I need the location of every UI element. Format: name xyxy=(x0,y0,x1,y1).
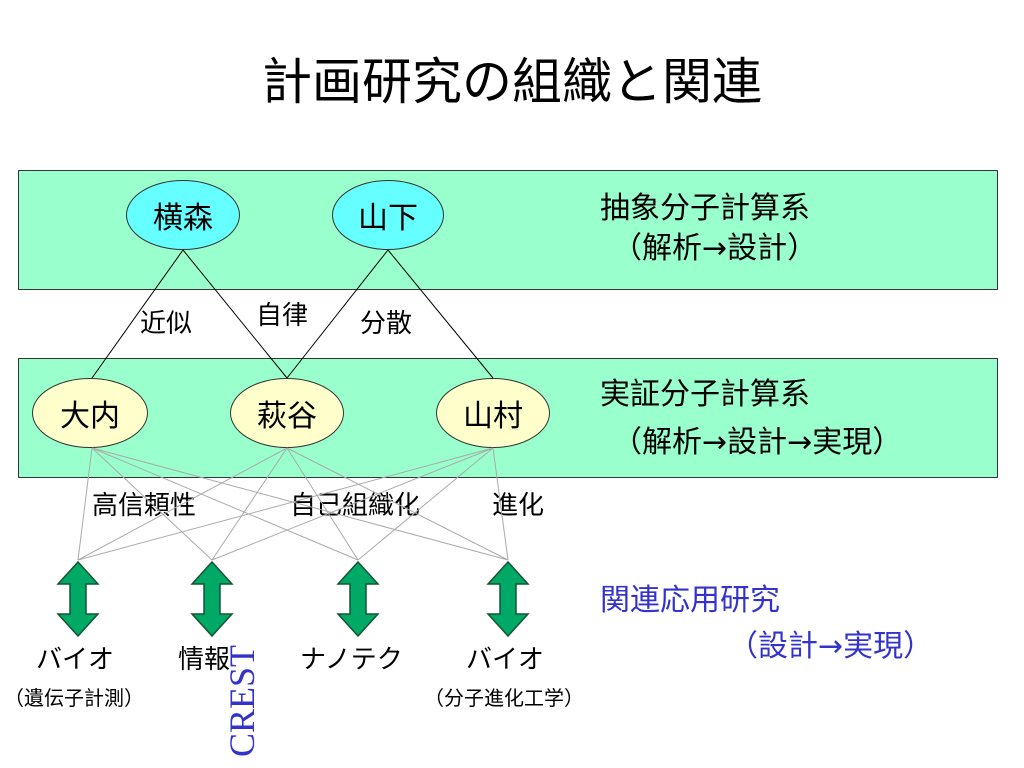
node-yokomori-label: 横森 xyxy=(153,201,213,236)
field-bio-2: バイオ xyxy=(466,645,545,675)
field-bio-1-sub: （遺伝子計測） xyxy=(4,686,144,710)
abstract-system-sub: （解析→設計） xyxy=(612,231,818,266)
line-yamashita-yamamura xyxy=(387,249,494,379)
bottom-connectors xyxy=(77,447,509,561)
empirical-system-label: 実証分子計算系 xyxy=(600,377,810,412)
node-ouchi-label: 大内 xyxy=(60,399,120,434)
grid-line xyxy=(357,447,494,561)
grid-line xyxy=(91,447,509,561)
crest-label: CREST xyxy=(222,644,262,757)
line-yokomori-hagiya xyxy=(182,249,288,379)
empirical-system-sub: （解析→設計→実現） xyxy=(612,425,903,460)
grid-line xyxy=(286,447,509,561)
applied-research-label: 関連応用研究 xyxy=(600,583,780,618)
grid-line xyxy=(77,447,288,561)
grid-line xyxy=(91,447,359,561)
grid-line xyxy=(492,447,509,561)
field-nanotech: ナノテク xyxy=(300,645,403,675)
double-arrow-icon xyxy=(56,560,100,638)
grid-line xyxy=(77,447,93,561)
grid-line xyxy=(211,447,494,561)
node-yamashita: 山下 xyxy=(332,180,444,250)
double-arrow-icon xyxy=(336,560,380,638)
node-yokomori: 横森 xyxy=(126,180,240,250)
field-bio-1: バイオ xyxy=(36,645,115,675)
grid-line xyxy=(286,447,359,561)
node-yamamura: 山村 xyxy=(436,378,550,448)
node-hagiya: 萩谷 xyxy=(230,378,344,448)
double-arrows xyxy=(56,560,530,638)
node-hagiya-label: 萩谷 xyxy=(257,399,317,434)
applied-research-sub: （設計→実現） xyxy=(728,629,934,664)
grid-line xyxy=(211,447,288,561)
page-title: 計画研究の組織と関連 xyxy=(262,53,762,111)
line-yamashita-hagiya xyxy=(286,249,389,379)
top-connectors xyxy=(91,249,494,379)
field-bio-2-sub: （分子進化工学） xyxy=(424,686,584,710)
grid-line xyxy=(91,447,213,561)
abstract-system-label: 抽象分子計算系 xyxy=(600,191,810,226)
empirical-system-band xyxy=(18,358,998,478)
double-arrow-icon xyxy=(486,560,530,638)
relation-autonomy: 自律 xyxy=(256,301,309,331)
relation-approximation: 近似 xyxy=(140,309,193,339)
double-arrow-icon xyxy=(190,560,234,638)
node-yamamura-label: 山村 xyxy=(463,399,523,434)
property-self-organization: 自己組織化 xyxy=(290,491,421,521)
grid-line xyxy=(77,447,494,561)
field-information: 情報 xyxy=(178,645,231,675)
line-yokomori-ouchi xyxy=(91,249,184,379)
node-yamashita-label: 山下 xyxy=(358,201,418,236)
node-ouchi: 大内 xyxy=(32,378,148,448)
relation-distributed: 分散 xyxy=(360,309,413,339)
